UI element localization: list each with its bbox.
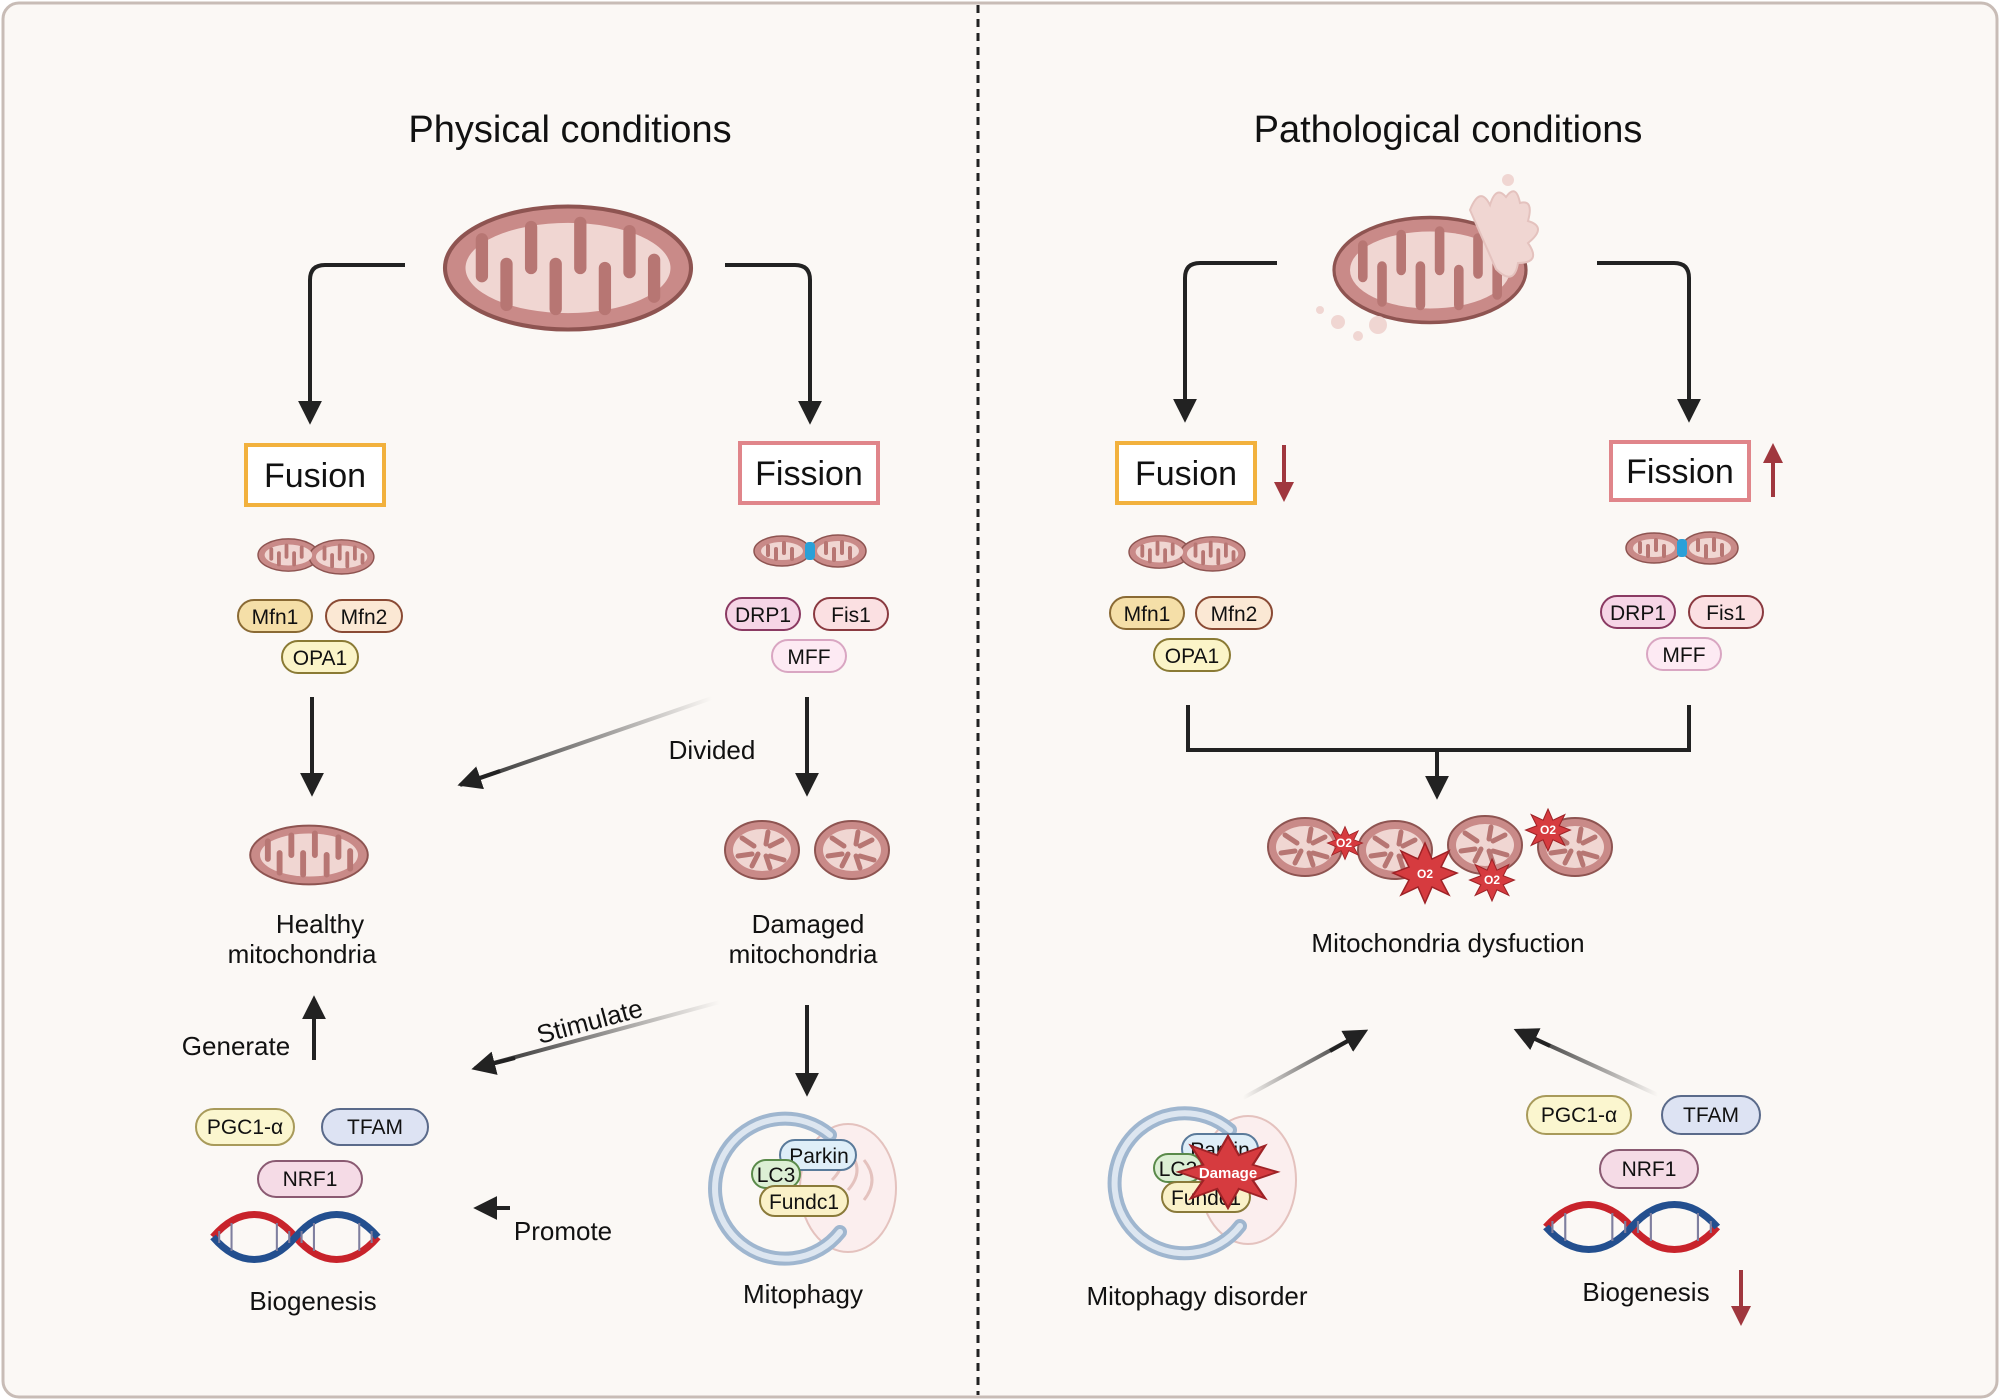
arrow-stimulate (474, 1000, 721, 1070)
generate-label: Generate (182, 1031, 290, 1061)
damaged-mitochondrion-top-icon (1316, 174, 1539, 341)
protein-fundc1: Fundc1 (769, 1191, 839, 1214)
protein-opa1: OPA1 (293, 647, 347, 670)
ros-label-4: O2 (1540, 823, 1556, 837)
protein-fis1-path: Fis1 (1706, 602, 1746, 625)
biogenesis-proteins-path: PGC1-α TFAM NRF1 (1526, 1095, 1761, 1189)
damage-label: Damage (1199, 1165, 1257, 1182)
fission-label-path: Fission (1626, 453, 1734, 491)
fission-box (738, 441, 880, 505)
protein-tfam: TFAM (347, 1116, 403, 1139)
ros-label-1: O2 (1336, 836, 1352, 850)
left-panel: Physical conditions Fusion Mfn1 Mfn2 OPA… (182, 109, 897, 1316)
protein-mfn1: Mfn1 (252, 606, 299, 629)
protein-pgc1a-path: PGC1-α (1541, 1104, 1617, 1127)
damaged-label-line1: Damaged (752, 909, 865, 939)
protein-nrf1: NRF1 (283, 1168, 338, 1191)
protein-tfam-path: TFAM (1683, 1104, 1739, 1127)
divided-label: Divided (669, 735, 756, 765)
arrow-to-fusion (298, 263, 405, 425)
protein-fis1: Fis1 (831, 604, 871, 627)
fission-proteins-path: DRP1 Fis1 MFF (1600, 595, 1764, 671)
protein-mfn2-path: Mfn2 (1211, 603, 1258, 626)
protein-mfn2: Mfn2 (341, 606, 388, 629)
left-title: Physical conditions (408, 109, 731, 151)
protein-lc3: LC3 (757, 1164, 796, 1187)
protein-mff-path: MFF (1662, 644, 1705, 667)
mitophagy-disorder-icon: Parkin LC3 Fundc1 Damage (1107, 1106, 1297, 1261)
fusion-label: Fusion (264, 457, 366, 495)
fission-label: Fission (755, 455, 863, 493)
protein-drp1-path: DRP1 (1610, 602, 1666, 625)
damaged-mitochondrion-icon-1 (725, 821, 799, 879)
fusion-proteins: Mfn1 Mfn2 OPA1 (237, 599, 403, 674)
biogenesis-proteins: PGC1-α TFAM NRF1 (195, 1108, 429, 1198)
healthy-mitochondrion-icon (445, 207, 691, 330)
ros-label-3: O2 (1484, 873, 1500, 887)
healthy-label-line1: Healthy (276, 909, 364, 939)
healthy-label-line2: mitochondria (228, 939, 377, 969)
biogenesis-label-path: Biogenesis (1582, 1277, 1709, 1307)
right-title: Pathological conditions (1254, 109, 1643, 151)
protein-nrf1-path: NRF1 (1622, 1158, 1677, 1181)
promote-label: Promote (514, 1216, 612, 1246)
protein-mff: MFF (787, 646, 830, 669)
mitophagy-disorder-label: Mitophagy disorder (1086, 1281, 1307, 1311)
biogenesis-label: Biogenesis (249, 1286, 376, 1316)
protein-opa1-path: OPA1 (1165, 645, 1219, 668)
mitophagy-label: Mitophagy (743, 1279, 863, 1309)
protein-parkin: Parkin (789, 1145, 849, 1168)
damaged-label-line2: mitochondria (729, 939, 878, 969)
fusion-proteins-path: Mfn1 Mfn2 OPA1 (1109, 596, 1273, 672)
ros-label-2: O2 (1417, 867, 1433, 881)
arrow-to-fission (725, 263, 822, 425)
dysfunction-label: Mitochondria dysfuction (1311, 928, 1584, 958)
fusion-box-path (1115, 441, 1257, 505)
fission-box-path (1609, 440, 1751, 502)
arrow-to-fusion-path (1173, 261, 1277, 423)
arrow-to-fission-path (1597, 261, 1701, 423)
damaged-mitochondrion-icon-2 (815, 821, 889, 879)
fission-proteins: DRP1 Fis1 MFF (725, 597, 889, 673)
right-panel: Pathological conditions Fusion Mfn1 Mfn2… (1086, 109, 1783, 1326)
fusion-box (244, 443, 386, 507)
arrow-divided (459, 696, 713, 787)
healthy-mitochondria-icon (250, 826, 368, 885)
protein-drp1: DRP1 (735, 604, 791, 627)
dysfunctional-mitochondria-icon: O2 O2 O2 O2 (1268, 808, 1612, 904)
protein-mfn1-path: Mfn1 (1124, 603, 1171, 626)
fusion-label-path: Fusion (1135, 455, 1237, 493)
protein-pgc1a: PGC1-α (207, 1116, 283, 1139)
mitophagy-icon: Parkin LC3 Fundc1 (708, 1111, 897, 1266)
